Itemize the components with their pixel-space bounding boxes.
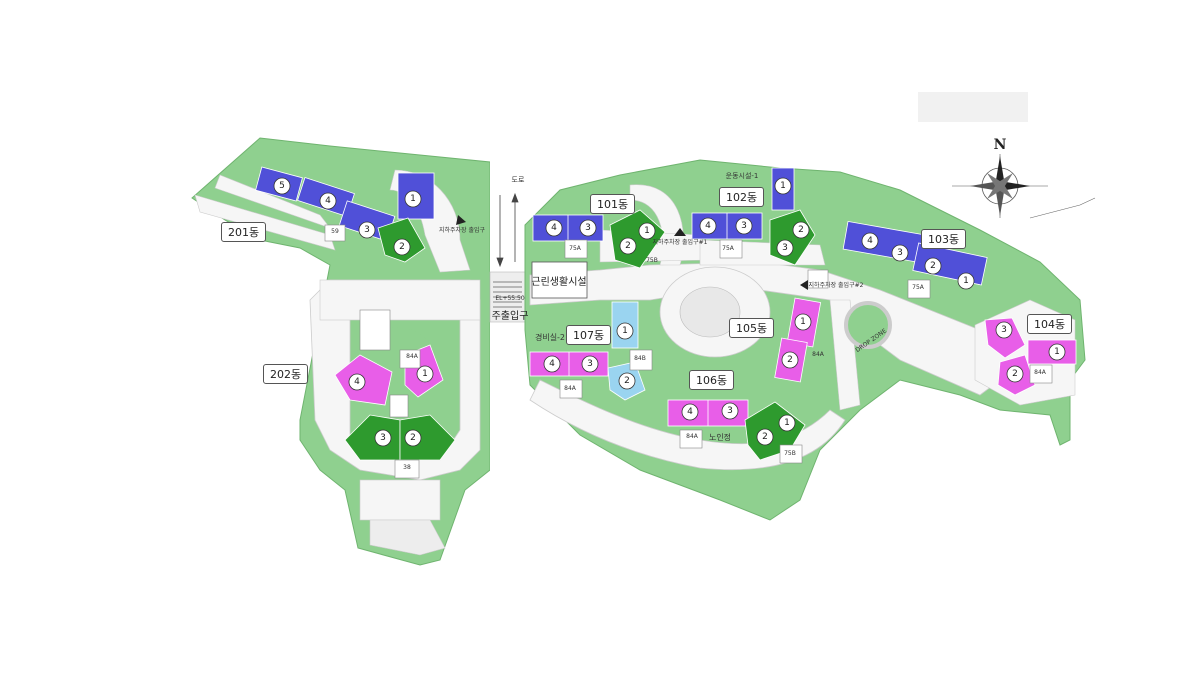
unit-104-2: 2 bbox=[1012, 369, 1018, 379]
neighborhood-facility-label: 근린생활시설 bbox=[531, 275, 586, 288]
unit-201-4: 4 bbox=[325, 196, 331, 206]
svg-text:84A: 84A bbox=[686, 433, 699, 440]
unit-202-2: 2 bbox=[410, 433, 416, 443]
unit-102-1: 1 bbox=[780, 181, 786, 191]
unit-104-3: 3 bbox=[1001, 325, 1007, 335]
senior-center-label: 노인정 bbox=[709, 432, 731, 442]
building-label-102[interactable]: 102동 bbox=[719, 187, 765, 207]
svg-text:75A: 75A bbox=[912, 284, 925, 291]
unit-type-labels: 75A 75A 75B 84A 84B 84A 75B 84A 75A 84A … bbox=[331, 228, 1047, 471]
guard-label: 경비실-2 bbox=[535, 332, 565, 342]
unit-104-1: 1 bbox=[1054, 347, 1060, 357]
parking-entrance-201: 지하주차장 출입구 bbox=[439, 226, 486, 234]
svg-text:75A: 75A bbox=[722, 245, 735, 252]
svg-text:38: 38 bbox=[403, 464, 411, 471]
unit-number-markers bbox=[273, 177, 1066, 447]
unit-107-4: 4 bbox=[549, 359, 555, 369]
unit-201-1: 1 bbox=[410, 194, 416, 204]
unit-202-3: 3 bbox=[380, 433, 386, 443]
svg-text:59: 59 bbox=[331, 228, 339, 235]
svg-text:84B: 84B bbox=[634, 355, 646, 362]
sports-facility-label: 운동시설-1 bbox=[726, 172, 759, 180]
svg-text:75B: 75B bbox=[784, 450, 796, 457]
unit-102-3b: 3 bbox=[782, 243, 788, 253]
svg-text:84A: 84A bbox=[1034, 369, 1047, 376]
unit-201-3: 3 bbox=[364, 225, 370, 235]
unit-103-1: 1 bbox=[963, 276, 969, 286]
unit-101-3: 3 bbox=[585, 223, 591, 233]
svg-text:84A: 84A bbox=[812, 351, 825, 358]
unit-101-4: 4 bbox=[551, 223, 557, 233]
neighborhood-facility-block bbox=[531, 261, 588, 299]
unit-201-2: 2 bbox=[399, 242, 405, 252]
drop-zone-circle bbox=[844, 301, 892, 349]
building-label-105[interactable]: 105동 bbox=[729, 318, 775, 338]
unit-106-4: 4 bbox=[687, 407, 693, 417]
parking-arrow-icon-101 bbox=[674, 228, 686, 236]
elevation-label: EL+55.50 bbox=[495, 295, 525, 302]
unit-105-2: 2 bbox=[787, 355, 793, 365]
parking-entrance-101: 지하주차장 출입구#1 bbox=[653, 238, 708, 246]
svg-text:75A: 75A bbox=[569, 245, 582, 252]
compass-north-letter: N bbox=[994, 137, 1007, 153]
unit-105-1: 1 bbox=[800, 317, 806, 327]
building-label-101[interactable]: 101동 bbox=[590, 194, 636, 214]
road-label: 도로 bbox=[512, 176, 525, 184]
unit-102-2: 2 bbox=[798, 225, 804, 235]
building-label-202[interactable]: 202동 bbox=[263, 364, 309, 384]
building-label-106[interactable]: 106동 bbox=[689, 370, 735, 390]
svg-text:84A: 84A bbox=[406, 353, 419, 360]
unit-107-2: 2 bbox=[624, 376, 630, 386]
parking-entrance-102: 지하주차장 출입구#2 bbox=[809, 281, 864, 289]
building-label-107[interactable]: 107동 bbox=[566, 325, 612, 345]
unit-202-1: 1 bbox=[422, 369, 428, 379]
north-compass-icon: N bbox=[952, 137, 1048, 218]
building-label-103[interactable]: 103동 bbox=[921, 229, 967, 249]
unit-106-2: 2 bbox=[762, 432, 768, 442]
unit-103-4: 4 bbox=[867, 236, 873, 246]
unit-103-3: 3 bbox=[897, 248, 903, 258]
unit-102-3a: 3 bbox=[741, 221, 747, 231]
unit-101-2: 2 bbox=[625, 241, 631, 251]
unit-106-1: 1 bbox=[784, 418, 790, 428]
unit-102-4: 4 bbox=[705, 221, 711, 231]
building-label-104[interactable]: 104동 bbox=[1027, 314, 1073, 334]
unit-107-1: 1 bbox=[622, 326, 628, 336]
parking-arrow-icon-102 bbox=[800, 280, 808, 290]
parking-arrow-icon bbox=[456, 215, 466, 225]
unit-103-2: 2 bbox=[930, 261, 936, 271]
building-label-201[interactable]: 201동 bbox=[221, 222, 267, 242]
unit-202-4: 4 bbox=[354, 377, 360, 387]
unit-106-3: 3 bbox=[727, 406, 733, 416]
building-202[interactable] bbox=[334, 344, 456, 461]
crosswalk-main bbox=[493, 281, 522, 308]
svg-text:75B: 75B bbox=[646, 257, 658, 264]
haze-patch bbox=[918, 92, 1028, 122]
main-entrance-label: 주출입구 bbox=[492, 309, 529, 322]
unit-107-3: 3 bbox=[587, 359, 593, 369]
unit-101-1: 1 bbox=[644, 226, 650, 236]
road-arrows bbox=[496, 192, 519, 268]
unit-201-5: 5 bbox=[279, 181, 285, 191]
svg-text:84A: 84A bbox=[564, 385, 577, 392]
